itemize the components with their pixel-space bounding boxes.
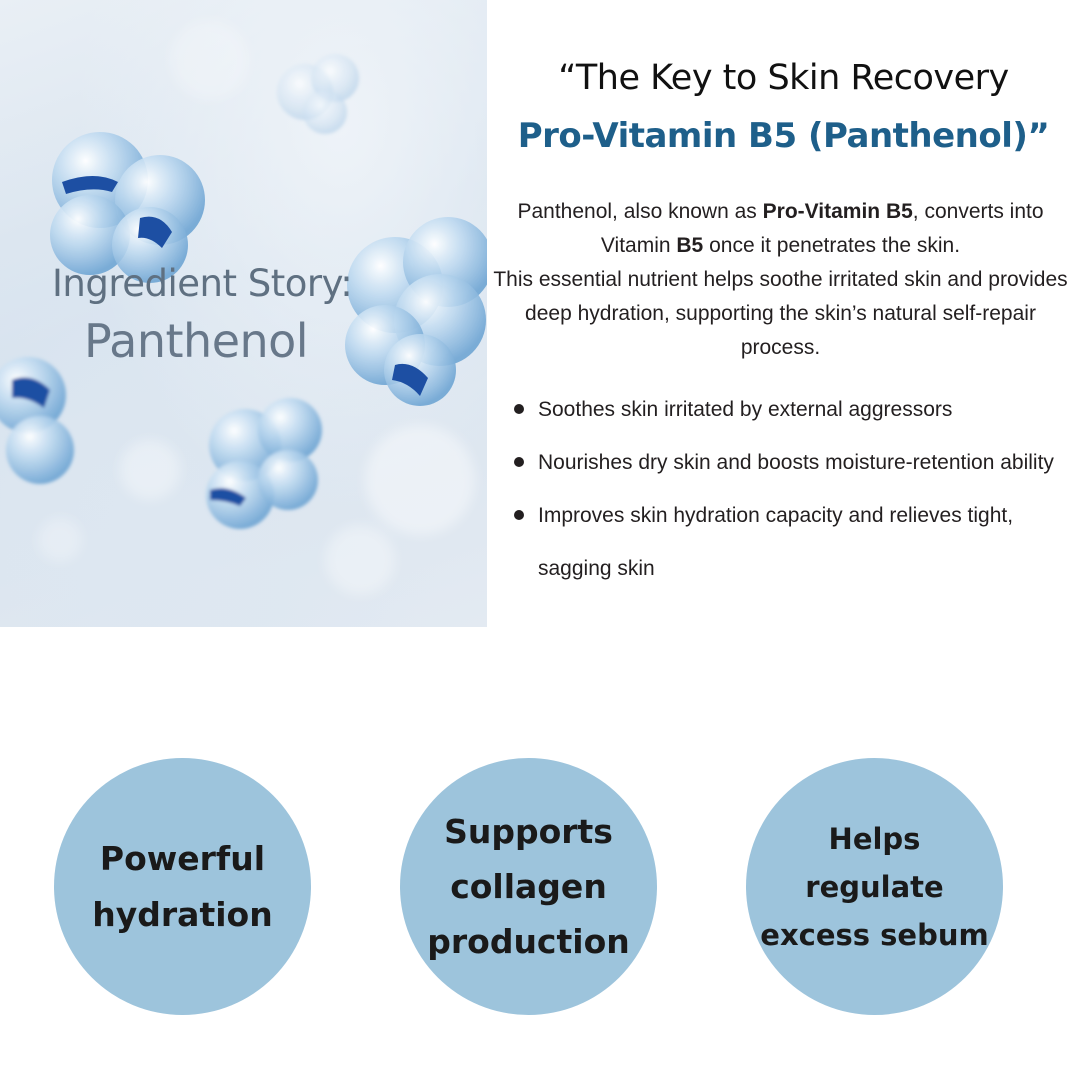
hero-subtitle: Panthenol (84, 314, 309, 368)
feature-circle-sebum: Helps regulate excess sebum (746, 758, 1003, 1015)
intro-paragraph: Panthenol, also known as Pro-Vitamin B5,… (493, 195, 1068, 365)
feature-circle-hydration: Powerful hydration (54, 758, 311, 1015)
list-item: Nourishes dry skin and boosts moisture-r… (511, 436, 1071, 489)
headline-line1: “The Key to Skin Recovery (558, 58, 1009, 98)
list-item: Soothes skin irritated by external aggre… (511, 383, 1071, 436)
bullet-icon (514, 404, 524, 414)
bullet-icon (514, 457, 524, 467)
hero-image: Ingredient Story: Panthenol (0, 0, 487, 627)
benefits-list: Soothes skin irritated by external aggre… (511, 383, 1071, 595)
text-panel: “The Key to Skin Recovery Pro-Vitamin B5… (487, 0, 1080, 640)
molecule-illustration (0, 20, 487, 595)
intro-p1: Panthenol, also known as Pro-Vitamin B5,… (517, 200, 1044, 257)
list-item: Improves skin hydration capacity and rel… (511, 489, 1071, 595)
bullet-icon (514, 510, 524, 520)
hero-title: Ingredient Story: (52, 262, 353, 305)
intro-p2: This essential nutrient helps soothe irr… (493, 268, 1068, 359)
headline-line2: Pro-Vitamin B5 (Panthenol)” (517, 116, 1050, 156)
feature-circle-collagen: Supports collagen production (400, 758, 657, 1015)
